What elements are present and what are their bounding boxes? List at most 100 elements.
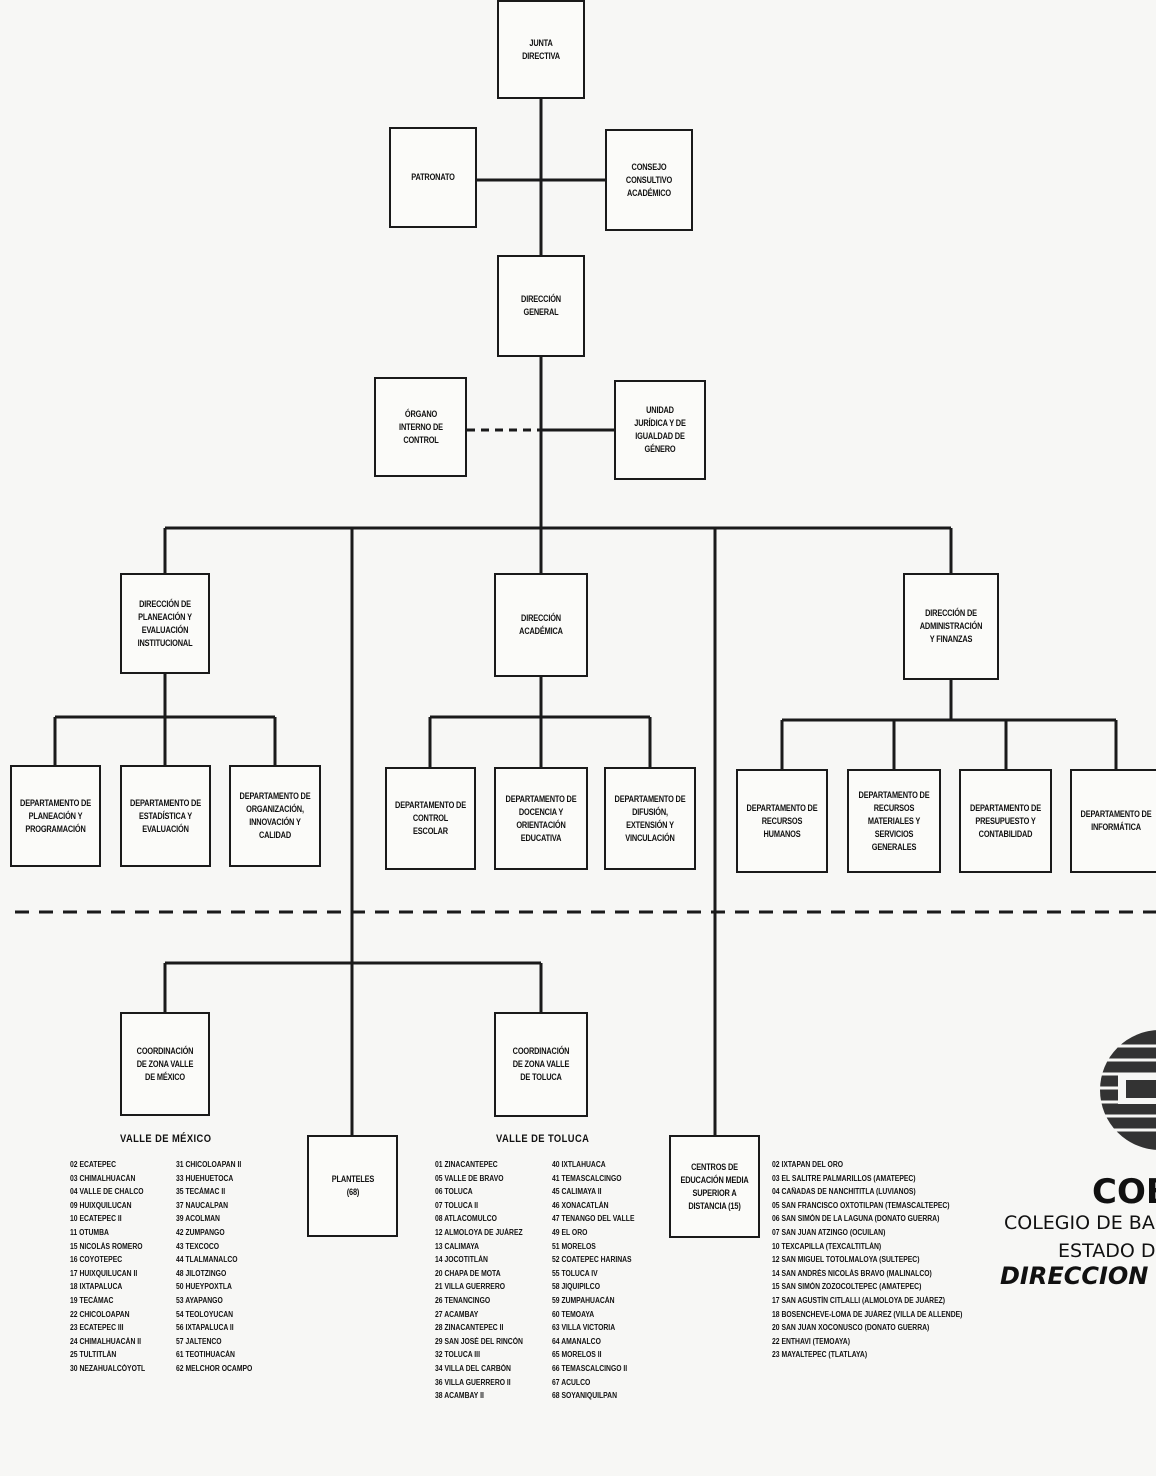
box-centros-educacion-distancia: CENTROS DE EDUCACIÓN MEDIA SUPERIOR A DI… [669,1135,760,1238]
list-item: 15 SAN SIMÓN ZOZOCOLTEPEC (AMATEPEC) [772,1282,922,1292]
list-item: 03 EL SALITRE PALMARILLOS (AMATEPEC) [772,1173,916,1183]
list-item: 26 TENANCINGO [435,1295,491,1305]
list-item: 02 IXTAPAN DEL ORO [772,1160,844,1169]
logo-line-1: COLEGIO DE BA [1004,1212,1155,1234]
valle-toluca-col2: 40 IXTLAHUACA 41 TEMASCALCINGO 45 CALIMAYA… [552,1158,649,1403]
list-item: 07 TOLUCA II [435,1200,479,1210]
list-item: 01 ZINACANTEPEC [435,1160,498,1169]
list-item: 15 NICOLÁS ROMERO [70,1241,143,1251]
list-item: 44 TLALMANALCO [176,1255,238,1265]
list-item: 49 EL ORO [552,1227,588,1237]
box-departamento-recursos-humanos: DEPARTAMENTO DE RECURSOS HUMANOS [736,769,828,873]
list-item: 64 AMANALCO [552,1336,601,1346]
list-item: 21 VILLA GUERRERO [435,1282,506,1292]
list-item: 48 JILOTZINGO [176,1268,227,1278]
list-item: 16 COYOTEPEC [70,1255,123,1265]
box-consejo-consultivo: CONSEJO CONSULTIVO ACADÉMICO [605,129,693,231]
list-item: 38 ACAMBAY II [435,1391,484,1401]
list-item: 27 ACAMBAY [435,1309,479,1319]
list-item: 20 SAN JUAN XOCONUSCO (DONATO GUERRA) [772,1323,930,1333]
list-item: 51 MORELOS [552,1241,596,1251]
list-item: 61 TEOTIHUACÁN [176,1350,235,1360]
list-item: 09 HUIXQUILUCAN [70,1200,132,1210]
list-item: 60 TEMOAYA [552,1309,595,1319]
list-item: 22 CHICOLOAPAN [70,1309,130,1319]
list-item: 04 VALLE DE CHALCO [70,1187,144,1197]
list-item: 05 VALLE DE BRAVO [435,1173,504,1183]
cobaem-logo-emblem [1100,1030,1156,1150]
list-item: 56 IXTAPALUCA II [176,1323,234,1333]
list-item: 30 NEZAHUALCÓYOTL [70,1363,146,1373]
list-item: 58 JIQUIPILCO [552,1282,600,1292]
logo-wordmark: COB [1092,1172,1156,1212]
box-departamento-planeacion: DEPARTAMENTO DE PLANEACIÓN Y PROGRAMACIÓ… [10,765,101,867]
list-item: 46 XONACATLÁN [552,1200,609,1210]
centros-list: 02 IXTAPAN DEL ORO 03 EL SALITRE PALMARIL… [772,1158,996,1362]
list-item: 52 COATEPEC HARINAS [552,1255,632,1265]
list-item: 13 CALIMAYA [435,1241,480,1251]
list-item: 36 VILLA GUERRERO II [435,1377,511,1387]
list-item: 32 TOLUCA III [435,1350,480,1360]
box-departamento-informatica: DEPARTAMENTO DE INFORMÁTICA [1070,769,1156,873]
valle-toluca-heading: VALLE DE TOLUCA [496,1133,590,1145]
list-item: 63 VILLA VICTORIA [552,1323,616,1333]
list-item: 31 CHICOLOAPAN II [176,1160,242,1169]
list-item: 50 HUEYPOXTLA [176,1282,232,1292]
box-departamento-difusion: DEPARTAMENTO DE DIFUSIÓN, EXTENSIÓN Y VI… [604,767,696,870]
valle-mexico-heading: VALLE DE MÉXICO [120,1133,212,1145]
list-item: 45 CALIMAYA II [552,1187,602,1197]
box-organo-interno-control: ÓRGANO INTERNO DE CONTROL [374,377,467,477]
list-item: 24 CHIMALHUACÁN II [70,1336,142,1346]
box-departamento-docencia: DEPARTAMENTO DE DOCENCIA Y ORIENTACIÓN E… [494,767,588,870]
list-item: 10 ECATEPEC II [70,1214,122,1224]
list-item: 53 AYAPANGO [176,1295,223,1305]
list-item: 03 CHIMALHUACÁN [70,1173,136,1183]
list-item: 23 ECATEPEC III [70,1323,124,1333]
list-item: 11 OTUMBA [70,1227,109,1237]
list-item: 19 TECÁMAC [70,1295,114,1305]
box-direccion-general: DIRECCIÓN GENERAL [497,255,585,357]
list-item: 65 MORELOS II [552,1350,602,1360]
list-item: 59 ZUMPAHUACÁN [552,1295,615,1305]
box-unidad-juridica: UNIDAD JURÍDICA Y DE IGUALDAD DE GÉNERO [614,380,706,480]
list-item: 17 HUIXQUILUCAN II [70,1268,138,1278]
box-planteles: PLANTELES (68) [307,1135,398,1237]
list-item: 14 JOCOTITLÁN [435,1255,488,1265]
list-item: 62 MELCHOR OCAMPO [176,1363,253,1373]
box-patronato: PATRONATO [389,127,477,228]
valle-toluca-col1: 01 ZINACANTEPEC 05 VALLE DE BRAVO 06 TOLUC… [435,1158,538,1403]
valle-mexico-col1: 02 ECATEPEC 03 CHIMALHUACÁN 04 VALLE DE CH… [70,1158,158,1376]
list-item: 40 IXTLAHUACA [552,1160,606,1169]
list-item: 22 ENTHAVI (TEMOAYA) [772,1336,850,1346]
list-item: 10 TEXCAPILLA (TEXCALTITLÁN) [772,1241,882,1251]
box-coordinacion-valle-toluca: COORDINACIÓN DE ZONA VALLE DE TOLUCA [494,1012,588,1117]
list-item: 41 TEMASCALCINGO [552,1173,622,1183]
list-item: 39 ACOLMAN [176,1214,220,1224]
list-item: 04 CAÑADAS DE NANCHITITLA (LUVIANOS) [772,1187,916,1197]
list-item: 18 IXTAPALUCA [70,1282,123,1292]
list-item: 07 SAN JUAN ATZINGO (OCUILAN) [772,1227,886,1237]
box-departamento-estadistica: DEPARTAMENTO DE ESTADÍSTICA Y EVALUACIÓN [120,765,211,867]
box-direccion-academica: DIRECCIÓN ACADÉMICA [494,573,588,677]
box-departamento-recursos-materiales: DEPARTAMENTO DE RECURSOS MATERIALES Y SE… [847,769,941,873]
box-direccion-administracion: DIRECCIÓN DE ADMINISTRACIÓN Y FINANZAS [903,573,999,680]
list-item: 37 NAUCALPAN [176,1200,229,1210]
list-item: 05 SAN FRANCISCO OXTOTILPAN (TEMASCALTEP… [772,1200,950,1210]
list-item: 12 ALMOLOYA DE JUÁREZ [435,1227,523,1237]
list-item: 68 SOYANIQUILPAN [552,1391,617,1401]
box-departamento-control-escolar: DEPARTAMENTO DE CONTROL ESCOLAR [385,767,476,870]
box-coordinacion-valle-mexico: COORDINACIÓN DE ZONA VALLE DE MÉXICO [120,1012,210,1116]
box-departamento-organizacion: DEPARTAMENTO DE ORGANIZACIÓN, INNOVACIÓN… [229,765,321,867]
list-item: 57 JALTENCO [176,1336,222,1346]
list-item: 66 TEMASCALCINGO II [552,1363,628,1373]
list-item: 28 ZINACANTEPEC II [435,1323,504,1333]
list-item: 25 TULTITLÁN [70,1350,117,1360]
list-item: 02 ECATEPEC [70,1160,116,1169]
list-item: 06 TOLUCA [435,1187,473,1197]
list-item: 55 TOLUCA IV [552,1268,598,1278]
list-item: 42 ZUMPANGO [176,1227,225,1237]
list-item: 54 TEOLOYUCAN [176,1309,234,1319]
